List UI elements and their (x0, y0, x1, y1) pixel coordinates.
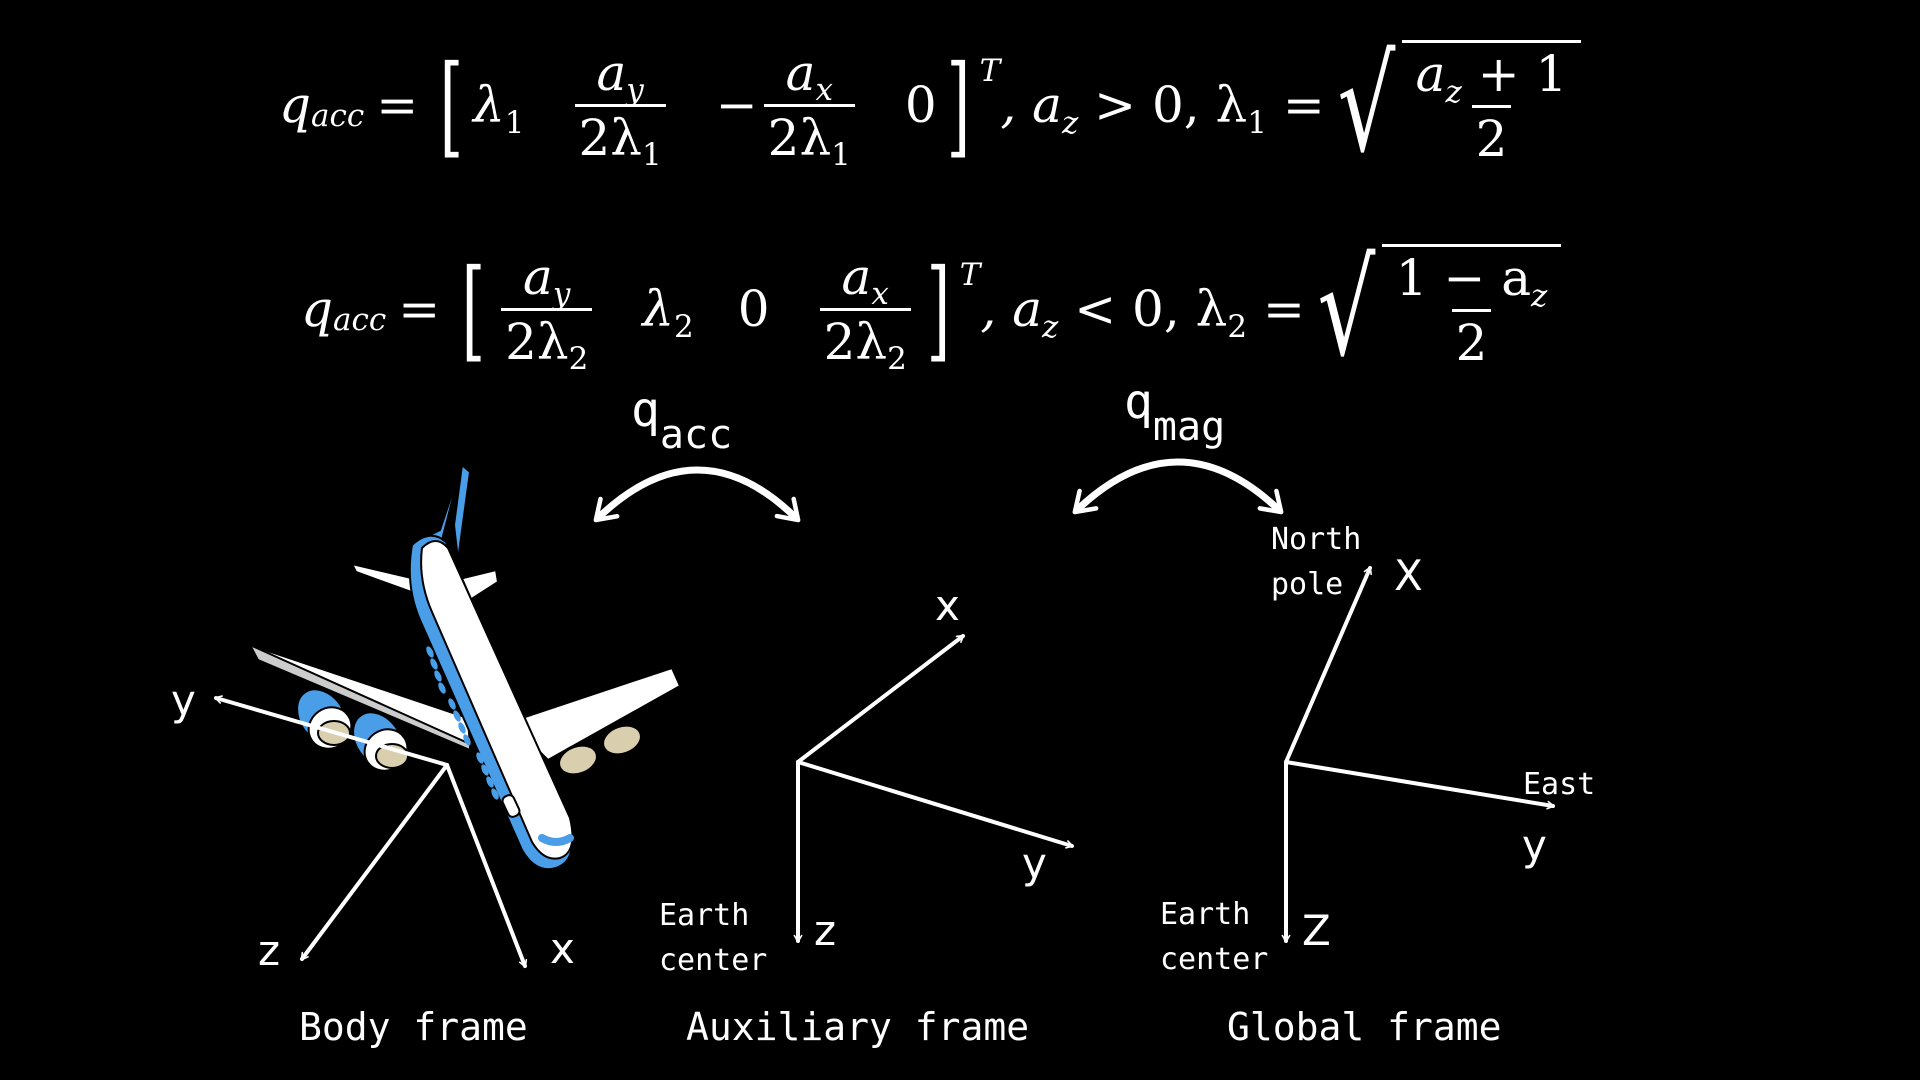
global-z-axis-label: Z (1302, 906, 1331, 955)
body-x-axis-label: x (550, 924, 575, 973)
right-bracket: ] (946, 41, 970, 169)
q-acc-label: qacc (631, 382, 733, 458)
eq1-condition: , az > 0, λ1 = (1000, 76, 1325, 141)
global-frame-axes (1281, 566, 1555, 943)
transpose: T (959, 256, 981, 293)
eq2-condition: , az < 0, λ2 = (980, 280, 1305, 345)
airplane-icon (249, 464, 681, 871)
radical-sign: √ (1337, 29, 1396, 181)
eq1-element-3: ax 2λ1 (763, 44, 855, 173)
eq1-element-3-sign: − (715, 76, 758, 134)
eq1-lhs: q (279, 76, 312, 134)
radical-sign: √ (1317, 233, 1376, 385)
global-earth-center-note: Earth center (1160, 897, 1269, 977)
eq1-sqrt: √ az + 1 2 (1325, 40, 1582, 170)
aux-y-axis-label: y (1022, 839, 1047, 888)
q-mag-label: qmag (1124, 374, 1226, 450)
global-y-axis-label: y (1522, 821, 1547, 870)
eq1-equals: = (376, 76, 419, 134)
global-frame-caption: Global frame (1227, 1005, 1502, 1049)
transpose: T (979, 52, 1001, 89)
eq1-element-4: 0 (904, 76, 937, 134)
eq2-equals: = (398, 280, 441, 338)
eq2-element-2: λ2 (642, 280, 694, 345)
body-z-axis-label: z (258, 926, 281, 975)
eq1-element-2: ay 2λ1 (574, 44, 666, 173)
aux-z-axis-label: z (814, 906, 837, 955)
aux-x-axis-label: x (935, 581, 960, 630)
eq2-element-1: ay 2λ2 (501, 248, 593, 377)
auxiliary-frame-caption: Auxiliary frame (686, 1005, 1030, 1049)
body-y-axis-label: y (171, 676, 196, 725)
left-bracket: [ (439, 41, 464, 169)
body-frame-caption: Body frame (299, 1005, 528, 1049)
q-acc-double-arrow-icon (593, 466, 801, 523)
body-frame-axes (214, 695, 528, 968)
aux-earth-center-note: Earth center (659, 898, 768, 978)
auxiliary-frame-axes (793, 634, 1074, 943)
eq1-element-1: λ1 (473, 76, 525, 141)
q-mag-double-arrow-icon (1072, 458, 1284, 515)
eq2-element-4: ax 2λ2 (819, 248, 911, 377)
eq2-sqrt: √ 1 − az 2 (1305, 244, 1562, 374)
eq2-lhs: q (301, 280, 334, 338)
global-east-note: East (1523, 767, 1596, 802)
right-bracket: ] (926, 245, 951, 373)
eq2-element-3: 0 (737, 280, 770, 338)
global-north-pole-note: North pole (1271, 522, 1362, 602)
global-x-axis-label: X (1394, 551, 1423, 600)
left-bracket: [ (461, 245, 486, 373)
